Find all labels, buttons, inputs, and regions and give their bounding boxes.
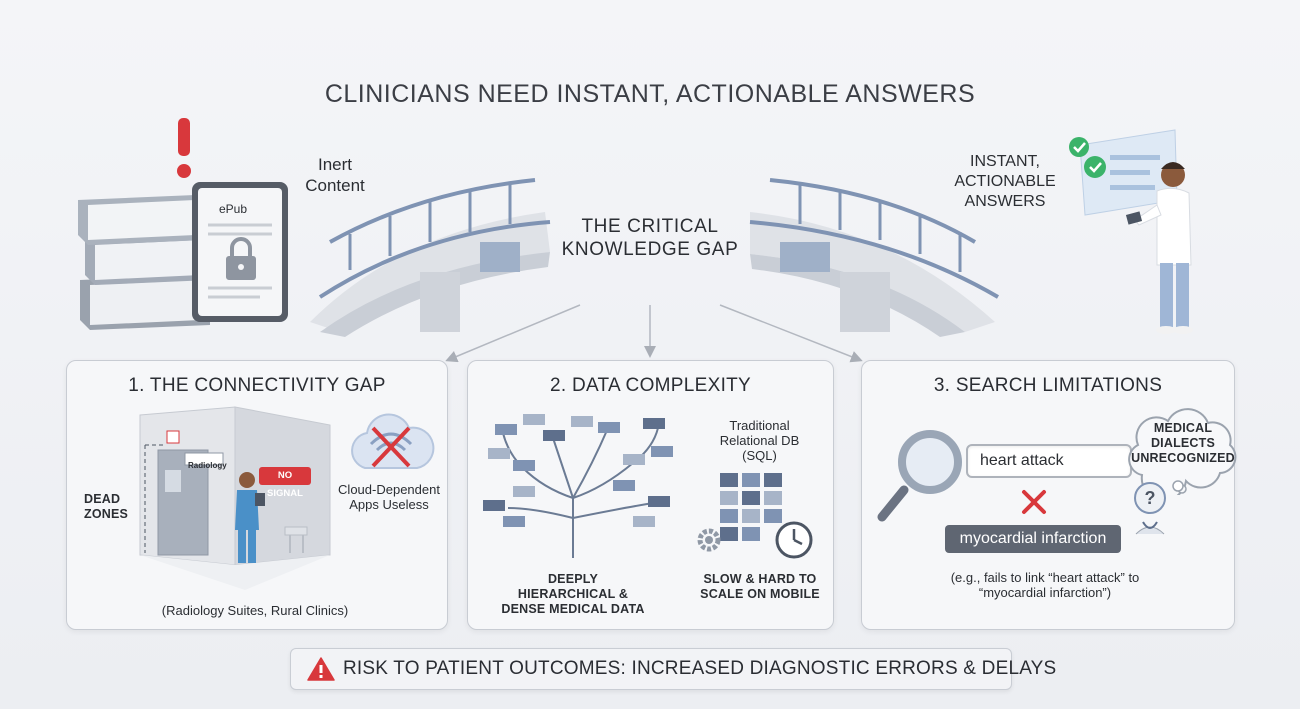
clock-icon <box>775 521 813 559</box>
confused-doctor-icon: ? <box>1134 480 1184 535</box>
cloud-apps-caption: Cloud-Dependent Apps Useless <box>338 482 440 512</box>
nurse-figure-icon <box>235 472 265 563</box>
hologram-screen-icon <box>1079 129 1178 216</box>
search-footnote: (e.g., fails to link “heart attack” to “… <box>950 570 1140 600</box>
inert-content-label: Inert Content <box>305 155 365 195</box>
thought-bubble-icon <box>1128 408 1237 495</box>
search-limitations-panel: 3. SEARCH LIMITATIONS <box>861 360 1235 630</box>
no-cloud-icon <box>351 413 435 469</box>
broken-bridge-right <box>749 178 1000 337</box>
dead-zone-room-illustration <box>139 406 331 590</box>
epub-tablet-icon <box>192 182 288 322</box>
instant-answers-label: INSTANT, ACTIONABLE ANSWERS <box>954 153 1056 210</box>
epub-label: ePub <box>219 202 248 216</box>
check-icon <box>1069 137 1106 178</box>
db-caption: SLOW & HARD TO SCALE ON MOBILE <box>700 572 820 601</box>
warning-icon <box>307 657 335 681</box>
panel-title: 2. DATA COMPLEXITY <box>549 375 752 396</box>
dead-zones-label: DEAD ZONES <box>84 492 129 521</box>
hierarchical-tree-icon <box>483 414 673 558</box>
knowledge-gap-label: THE CRITICAL KNOWLEDGE GAP <box>561 216 739 260</box>
connectivity-footnote: (Radiology Suites, Rural Clinics) <box>161 603 349 618</box>
dialects-bubble-text: MEDICAL DIALECTS UNRECOGNIZED <box>1131 421 1235 465</box>
broken-bridge-left <box>310 178 551 337</box>
magnifier-icon <box>877 430 962 522</box>
no-signal-badge: NO SIGNAL <box>259 467 311 499</box>
panel-title: 1. THE CONNECTIVITY GAP <box>128 375 386 396</box>
search-input[interactable]: heart attack <box>966 444 1132 478</box>
book-stack-icon <box>78 195 210 330</box>
clinician-hologram-illustration <box>1069 129 1193 334</box>
sql-grid-icon <box>697 473 813 559</box>
locked-books-illustration <box>78 118 288 330</box>
sql-db-label: Traditional Relational DB (SQL) <box>719 418 800 463</box>
panel-title: 3. SEARCH LIMITATIONS <box>933 375 1163 396</box>
medical-term-label: myocardial infarction <box>945 525 1121 553</box>
mismatch-x-icon <box>1022 490 1046 514</box>
risk-text: RISK TO PATIENT OUTCOMES: INCREASED DIAG… <box>343 658 1057 679</box>
exclamation-icon <box>177 118 191 178</box>
tree-caption: DEEPLY HIERARCHICAL & DENSE MEDICAL DATA <box>501 572 645 616</box>
svg-text:?: ? <box>1145 488 1156 508</box>
gap-connector-arrows <box>445 304 863 363</box>
risk-banner: RISK TO PATIENT OUTCOMES: INCREASED DIAG… <box>290 648 1056 690</box>
radiology-door-sign: Radiology <box>188 461 227 470</box>
page-title: CLINICIANS NEED INSTANT, ACTIONABLE ANSW… <box>324 80 976 108</box>
gear-icon <box>697 528 721 552</box>
doctor-figure-icon <box>1125 162 1193 334</box>
